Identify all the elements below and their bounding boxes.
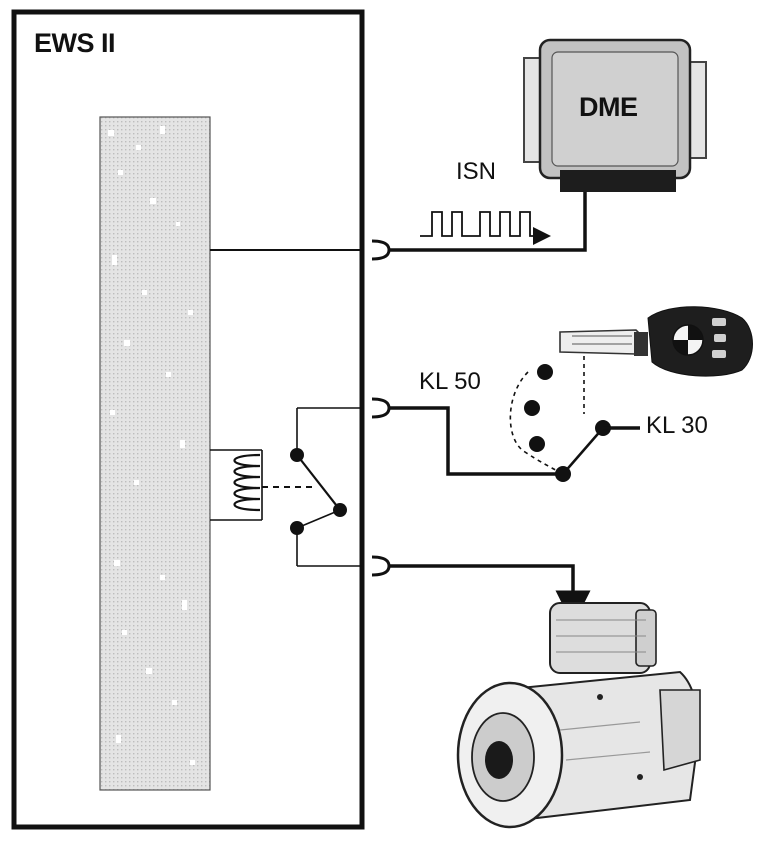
- circuit-board-speckle: [108, 126, 195, 765]
- kl30-label: KL 30: [646, 412, 708, 439]
- ews-title: EWS II: [34, 28, 116, 58]
- isn-pulse-train: [420, 211, 551, 245]
- relay-contact-arm: [296, 454, 341, 511]
- ignition-contact-3: [529, 436, 545, 452]
- starter-wire: [389, 564, 591, 626]
- connector-isn: [371, 239, 391, 261]
- isn-label: ISN: [456, 158, 497, 185]
- connector-kl50: [371, 397, 391, 419]
- isn-wire: [389, 188, 587, 252]
- ignition-contact-1: [537, 364, 553, 380]
- dme-unit: [523, 38, 707, 192]
- circuit-board: [99, 116, 211, 791]
- dme-label: DME: [579, 92, 638, 122]
- car-key-icon: [559, 306, 753, 377]
- relay-coil-icon: [233, 453, 261, 512]
- ignition-wiper-arm: [562, 427, 604, 475]
- starter-motor-icon: [456, 602, 701, 829]
- relay-switch-link: [296, 509, 341, 529]
- relay-contact-bottom: [290, 521, 304, 535]
- ignition-contact-2: [524, 400, 540, 416]
- ignition-switch-arc: [509, 371, 564, 475]
- connector-starter: [371, 555, 391, 577]
- kl50-label: KL 50: [419, 368, 481, 395]
- relay-coil-lead: [210, 449, 263, 521]
- relay-contact-pivot: [333, 503, 347, 517]
- kl50-wire: [389, 406, 563, 476]
- relay-contact-top: [290, 448, 304, 462]
